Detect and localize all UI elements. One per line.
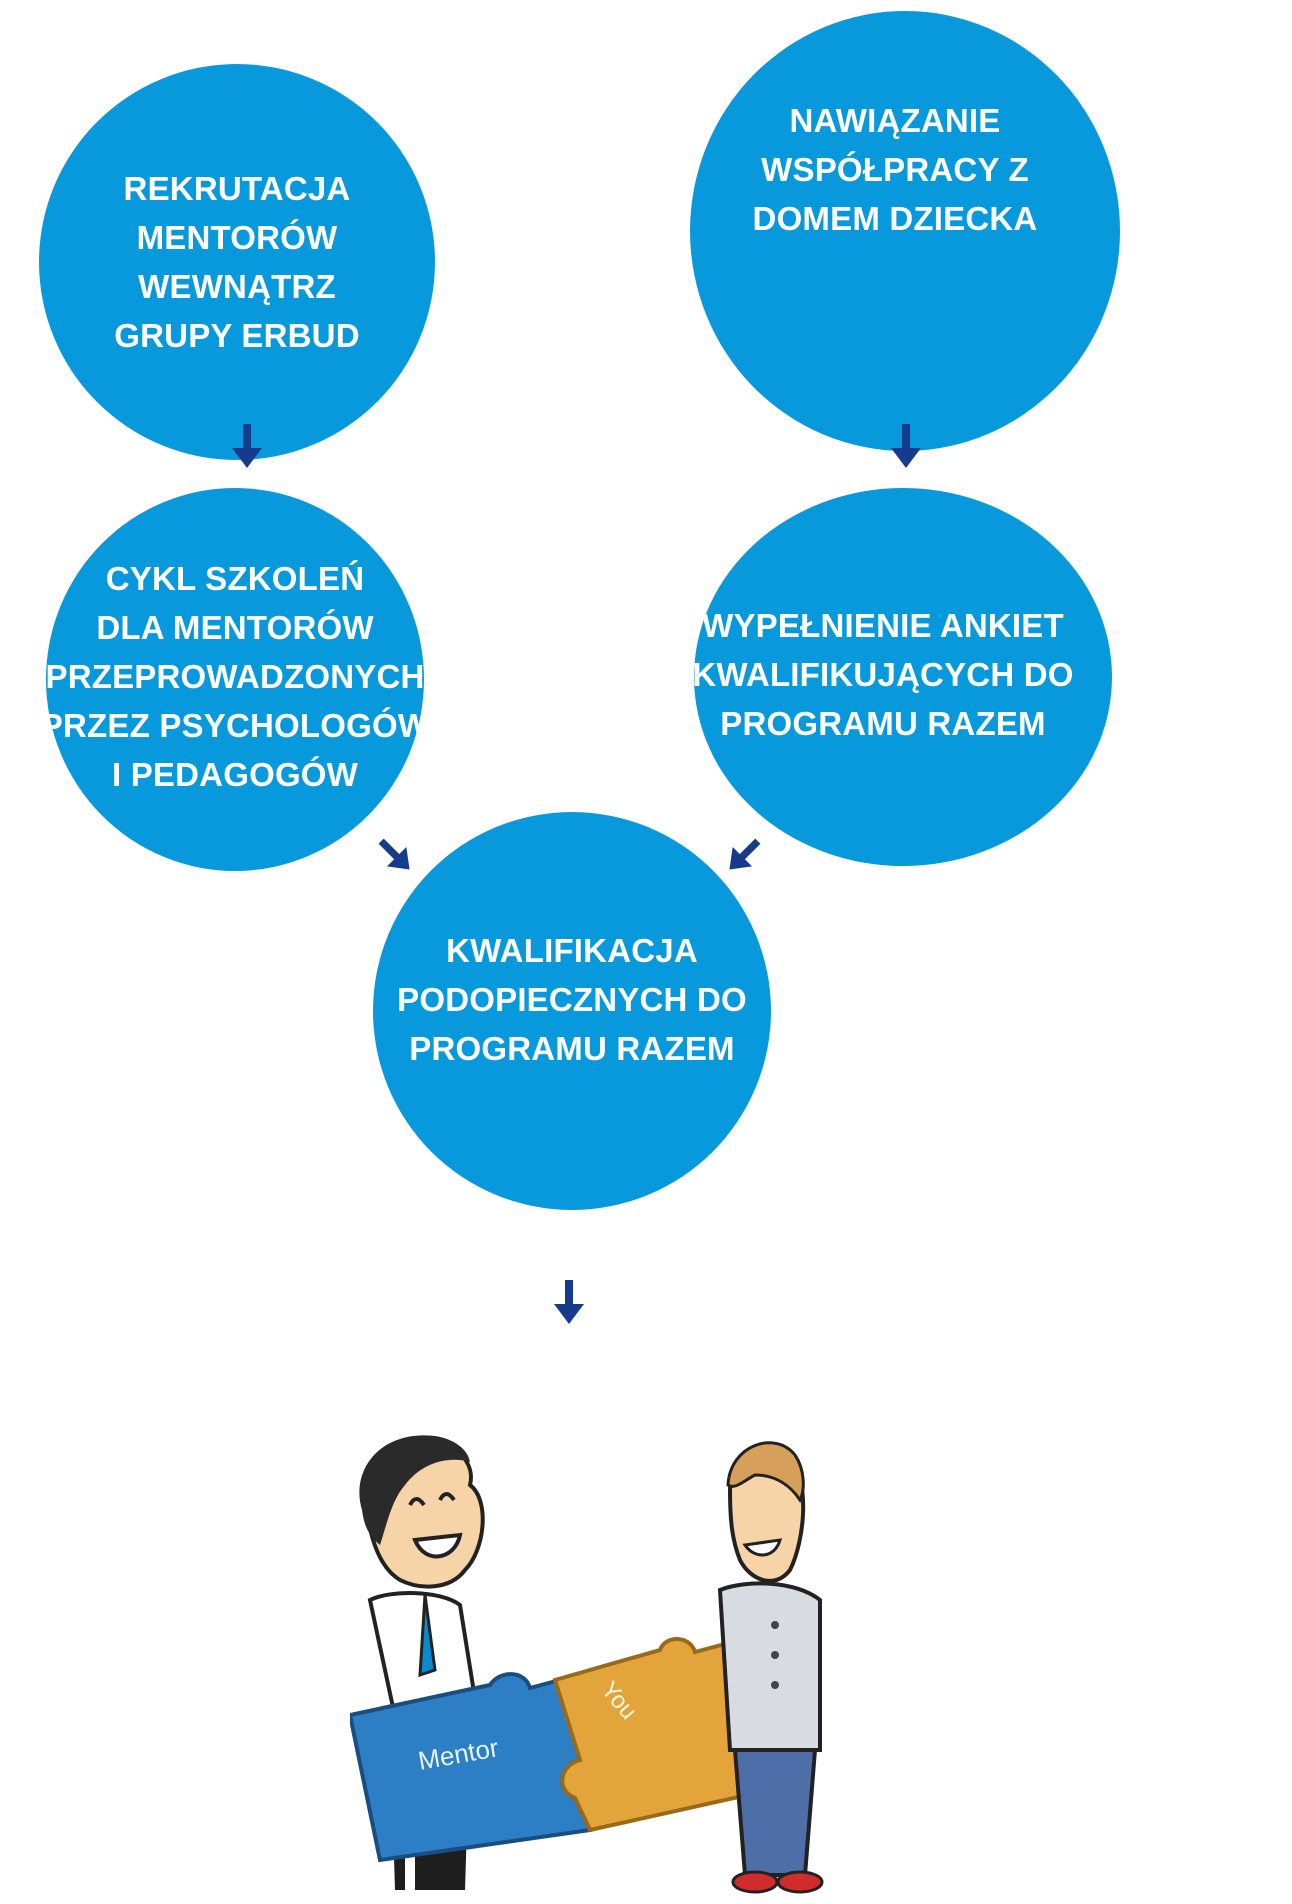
- puzzle-pieces: Mentor You: [347, 1637, 773, 1863]
- node-line: WEWNĄTRZ: [138, 268, 336, 305]
- node-cykl-szkolen: CYKL SZKOLEŃ DLA MENTORÓW PRZEPROWADZONY…: [41, 488, 429, 871]
- mentor-puzzle-illustration: Mentor You: [347, 1430, 1000, 1899]
- node-label: WYPEŁNIENIE ANKIET KWALIFIKUJĄCYCH DO PR…: [692, 601, 1073, 748]
- node-line: GRUPY ERBUD: [114, 317, 360, 354]
- node-nawiazanie-wspolpracy: NAWIĄZANIE WSPÓŁPRACY Z DOMEM DZIECKA: [690, 11, 1120, 451]
- arrow-down-left-icon: [729, 838, 761, 870]
- arrow-down-right-icon: [378, 838, 410, 870]
- node-line: PROGRAMU RAZEM: [720, 704, 1046, 742]
- arrow-down-icon: [554, 1280, 584, 1324]
- node-wypelnienie-ankiet: WYPEŁNIENIE ANKIET KWALIFIKUJĄCYCH DO PR…: [692, 488, 1112, 866]
- node-line: NAWIĄZANIE: [789, 101, 1001, 139]
- node-line: PROGRAMU RAZEM: [409, 1029, 735, 1067]
- node-label: NAWIĄZANIE WSPÓŁPRACY Z DOMEM DZIECKA: [753, 96, 1038, 243]
- node-line: REKRUTACJA: [123, 170, 351, 207]
- node-line: CYKL SZKOLEŃ: [105, 560, 365, 597]
- mentor-puzzle-drawing: Mentor You: [347, 1435, 824, 1894]
- arrow-down-icon: [232, 424, 262, 468]
- node-label: REKRUTACJA MENTORÓW WEWNĄTRZ GRUPY ERBUD: [114, 164, 359, 360]
- node-line: MENTORÓW: [136, 219, 338, 256]
- node-line: WSPÓŁPRACY Z: [761, 150, 1029, 188]
- node-line: PRZEPROWADZONYCH: [45, 658, 425, 695]
- node-label: KWALIFIKACJA PODOPIECZNYCH DO PROGRAMU R…: [397, 926, 747, 1073]
- node-rekrutacja-mentorow: REKRUTACJA MENTORÓW WEWNĄTRZ GRUPY ERBUD: [39, 64, 435, 460]
- node-label: CYKL SZKOLEŃ DLA MENTORÓW PRZEPROWADZONY…: [41, 554, 429, 799]
- node-line: I PEDAGOGÓW: [111, 756, 359, 793]
- node-line: PODOPIECZNYCH DO: [397, 980, 747, 1018]
- node-line: WYPEŁNIENIE ANKIET: [702, 606, 1064, 644]
- node-line: DOMEM DZIECKA: [752, 199, 1038, 237]
- arrow-down-icon: [891, 424, 921, 468]
- node-line: KWALIFIKUJĄCYCH DO: [692, 655, 1074, 693]
- node-line: DLA MENTORÓW: [96, 609, 374, 646]
- node-kwalifikacja-podopiecznych: KWALIFIKACJA PODOPIECZNYCH DO PROGRAMU R…: [373, 812, 771, 1210]
- node-line: PRZEZ PSYCHOLOGÓW: [40, 707, 430, 744]
- node-line: KWALIFIKACJA: [446, 931, 698, 969]
- mentee-figure: [717, 1441, 824, 1894]
